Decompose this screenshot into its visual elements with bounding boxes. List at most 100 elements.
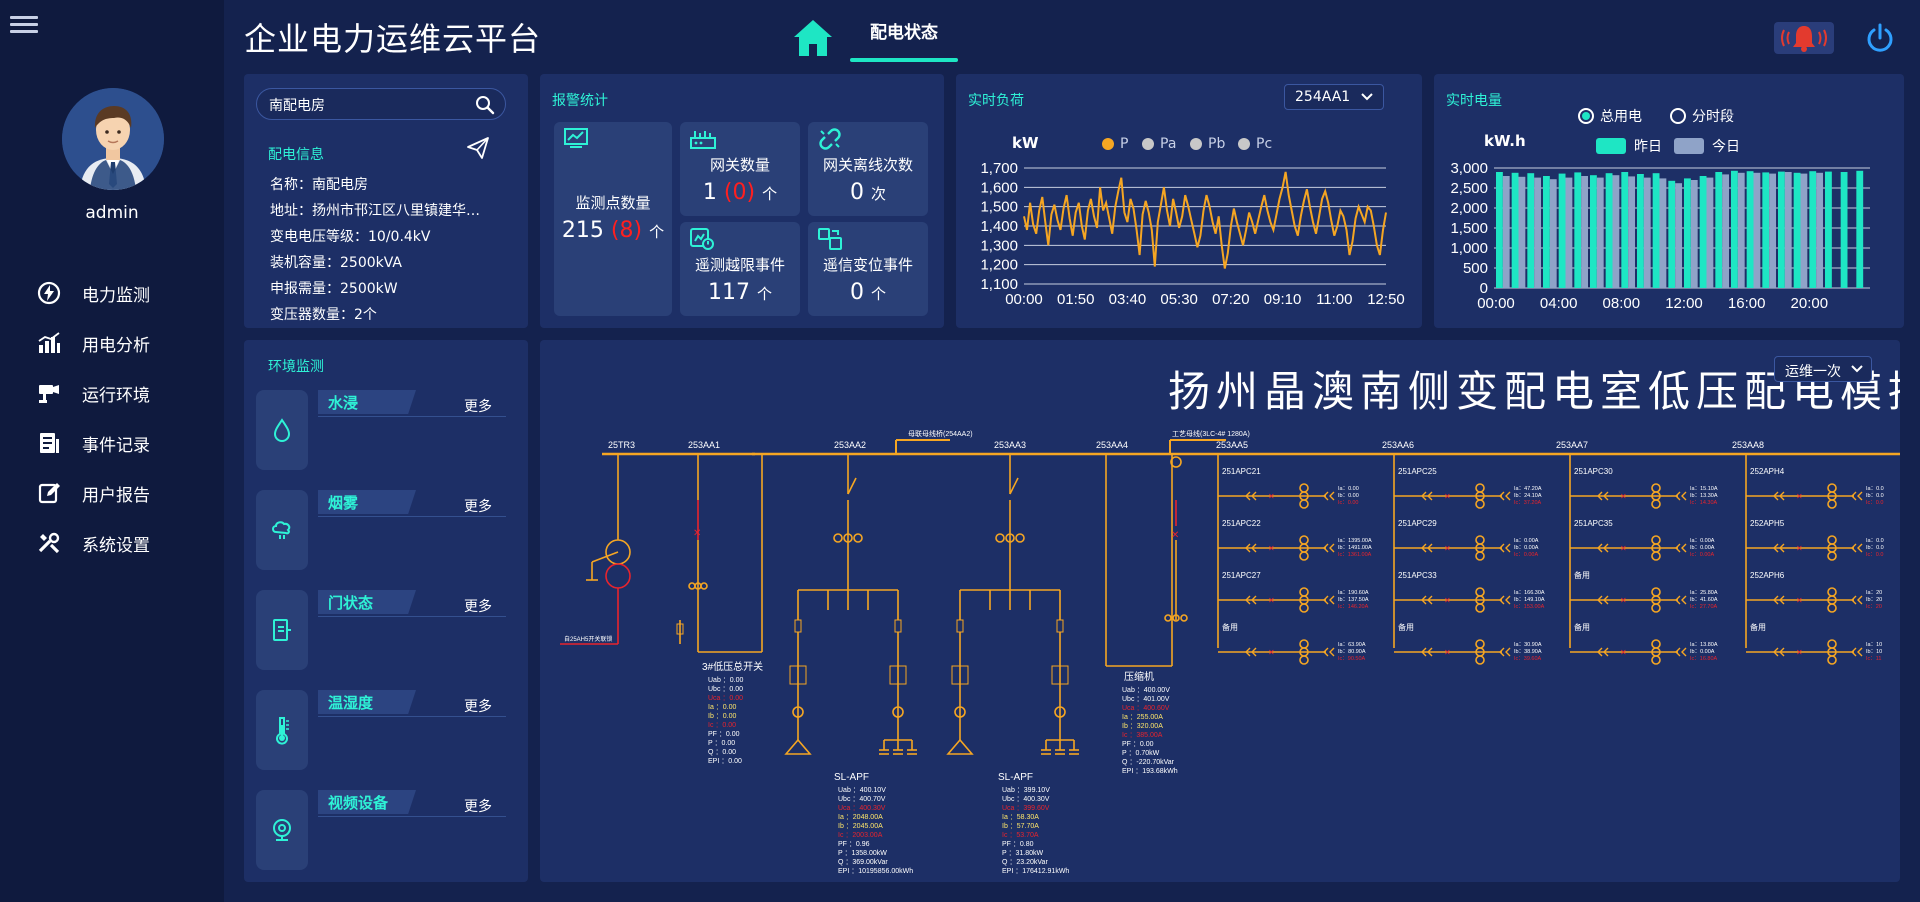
feeder-value: Ib：0.00 bbox=[1338, 493, 1359, 499]
device-title: 压缩机 bbox=[1124, 670, 1154, 683]
feeder-value: Ib：0.00A bbox=[1690, 649, 1715, 655]
bar-yesterday bbox=[1652, 173, 1660, 288]
bar-today bbox=[1690, 180, 1698, 288]
radio-unchecked-icon bbox=[1670, 108, 1686, 124]
stat-card-monitor[interactable]: 监测点数量 215 (8) 个 bbox=[554, 122, 672, 316]
stat-card-gateway[interactable]: 网关数量 1 (0) 个 bbox=[680, 122, 800, 216]
home-icon bbox=[794, 20, 832, 56]
env-item-temperature[interactable]: 温湿度 更多 bbox=[256, 690, 506, 772]
device-row: P ：0.00 bbox=[708, 740, 735, 747]
send-icon[interactable] bbox=[466, 136, 490, 160]
tab-distribution-status[interactable]: 配电状态 bbox=[850, 18, 958, 62]
legend-p[interactable]: P bbox=[1102, 136, 1128, 152]
feeder-value: Ia：0.0 bbox=[1866, 486, 1884, 492]
device-row: Ia ：0.00 bbox=[708, 704, 737, 711]
feeder-value: Ic：0.0 bbox=[1866, 500, 1883, 506]
bar-today bbox=[1534, 177, 1541, 288]
alarm-button[interactable] bbox=[1774, 22, 1834, 54]
ct-icon bbox=[1475, 655, 1485, 665]
y-tick-label: 1,000 bbox=[1450, 240, 1488, 257]
bar-today bbox=[1737, 172, 1745, 288]
more-link[interactable]: 更多 bbox=[464, 599, 492, 615]
feeder-value: Ib：137.50A bbox=[1338, 597, 1369, 603]
feeder-label: 251APC22 bbox=[1222, 519, 1261, 528]
arrow-icon bbox=[1597, 543, 1609, 553]
device-row: Ib ：320.00A bbox=[1122, 723, 1163, 730]
bar-yesterday bbox=[1684, 178, 1691, 288]
nav-item-environment[interactable]: 运行环境 bbox=[0, 368, 224, 418]
env-item-video[interactable]: 视频设备 更多 bbox=[256, 790, 506, 872]
feeder-value: Ic：16.80A bbox=[1690, 656, 1718, 662]
bar-today bbox=[1612, 175, 1620, 288]
ct-icon bbox=[688, 582, 696, 590]
stat-card-change[interactable]: 遥信变位事件 0 个 bbox=[808, 222, 928, 316]
divider bbox=[318, 816, 506, 817]
arrow-icon bbox=[1675, 491, 1687, 501]
legend-pc[interactable]: Pc bbox=[1238, 136, 1272, 152]
diagram-mode-select[interactable]: 运维一次 bbox=[1774, 356, 1872, 382]
load-unit: kW bbox=[1012, 134, 1039, 152]
chevron-down-icon bbox=[1361, 93, 1373, 101]
radio-period[interactable]: 分时段 bbox=[1670, 106, 1734, 126]
arrow-icon bbox=[1245, 491, 1257, 501]
chevron-down-icon bbox=[1851, 365, 1863, 373]
breaker-icon: ✕ bbox=[1620, 648, 1627, 657]
meter-select[interactable]: 254AA1 bbox=[1284, 84, 1384, 110]
stat-card-offline[interactable]: 网关离线次数 0 次 bbox=[808, 122, 928, 216]
divider bbox=[318, 416, 506, 417]
env-item-water[interactable]: 水浸 更多 bbox=[256, 390, 506, 472]
bar-today bbox=[1565, 177, 1573, 288]
search-input[interactable] bbox=[269, 95, 469, 115]
nav-label: 事件记录 bbox=[82, 435, 150, 456]
series-line-p bbox=[1023, 171, 1387, 269]
radio-total[interactable]: 总用电 bbox=[1578, 106, 1642, 126]
more-link[interactable]: 更多 bbox=[464, 799, 492, 815]
ct-icon bbox=[1651, 551, 1661, 561]
home-button[interactable] bbox=[792, 18, 834, 58]
info-panel: 配电信息 名称：南配电房 地址：扬州市邗江区八里镇建华… 变电电压等级：10/0… bbox=[244, 74, 528, 328]
legend-pb[interactable]: Pb bbox=[1190, 136, 1225, 152]
nav-item-power-monitor[interactable]: 电力监测 bbox=[0, 268, 224, 318]
fuse-icon bbox=[676, 623, 684, 635]
feeder-value: Ic：90.50A bbox=[1338, 656, 1366, 662]
energy-title: 实时电量 bbox=[1446, 93, 1502, 109]
legend-dot bbox=[1190, 138, 1202, 150]
env-item-door[interactable]: 门状态 更多 bbox=[256, 590, 506, 672]
ct-icon bbox=[1651, 587, 1661, 597]
device-row: Ic ：2003.00A bbox=[838, 832, 883, 839]
bus-label: 253AA3 bbox=[994, 440, 1026, 450]
env-item-smoke[interactable]: 烟雾 更多 bbox=[256, 490, 506, 572]
stat-card-overlimit[interactable]: 遥测越限事件 117 个 bbox=[680, 222, 800, 316]
x-tick-label: 08:00 bbox=[1603, 295, 1641, 312]
nav-item-user-report[interactable]: 用户报告 bbox=[0, 468, 224, 518]
legend-pa[interactable]: Pa bbox=[1142, 136, 1176, 152]
legend-yesterday[interactable]: 昨日 bbox=[1596, 136, 1662, 156]
nav-item-event-log[interactable]: 事件记录 bbox=[0, 418, 224, 468]
apf-icon bbox=[946, 738, 974, 755]
feeder-value: Ic：0.00 bbox=[1338, 500, 1358, 506]
feeder-value: Ia：63.90A bbox=[1338, 642, 1366, 648]
smoke-icon bbox=[256, 490, 308, 570]
nav-item-system-settings[interactable]: 系统设置 bbox=[0, 518, 224, 568]
info-row: 装机容量：2500kVA bbox=[270, 255, 402, 271]
logout-button[interactable] bbox=[1864, 22, 1896, 54]
arrow-icon bbox=[1421, 647, 1433, 657]
legend-today[interactable]: 今日 bbox=[1674, 136, 1740, 156]
fuse-icon bbox=[894, 619, 902, 633]
y-tick-label: 0 bbox=[1480, 280, 1488, 297]
bar-today bbox=[1769, 173, 1776, 288]
bar-today bbox=[1722, 174, 1729, 288]
alarm-title: 报警统计 bbox=[552, 93, 608, 109]
feeder-value: Ic：0.00A bbox=[1514, 552, 1538, 558]
bar-yesterday bbox=[1590, 175, 1597, 288]
transformer-icon bbox=[605, 563, 631, 589]
ct-icon bbox=[1827, 499, 1837, 509]
more-link[interactable]: 更多 bbox=[464, 699, 492, 715]
search-icon[interactable] bbox=[475, 95, 495, 115]
menu-toggle-icon[interactable] bbox=[10, 12, 38, 38]
more-link[interactable]: 更多 bbox=[464, 499, 492, 515]
nav-item-usage-analysis[interactable]: 用电分析 bbox=[0, 318, 224, 368]
more-link[interactable]: 更多 bbox=[464, 399, 492, 415]
